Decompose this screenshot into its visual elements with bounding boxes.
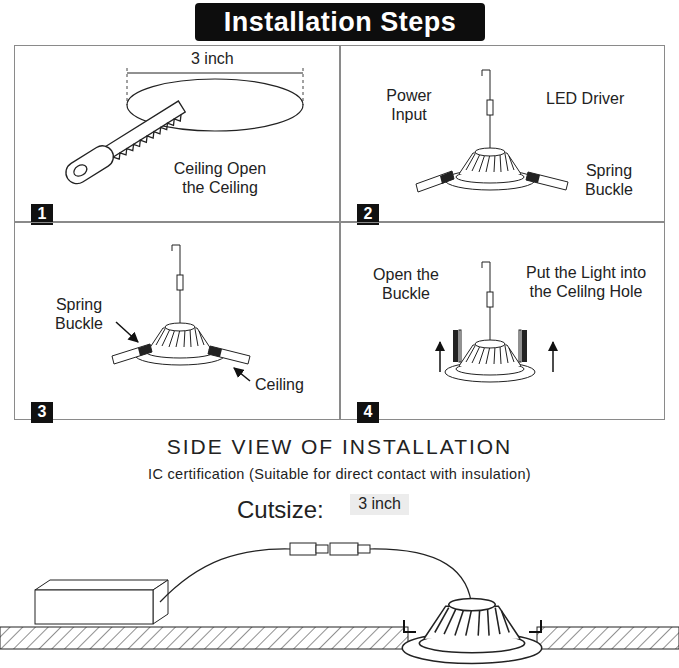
step-caption: Spring Buckle <box>41 295 117 333</box>
cutsize-label: Cutsize: <box>237 495 324 524</box>
step-caption: Ceiling <box>255 375 304 394</box>
step-number-box: 4 <box>357 402 379 423</box>
section-heading: SIDE VIEW OF INSTALLATION <box>0 434 679 459</box>
step-number: 2 <box>357 204 379 223</box>
side-view-figure <box>0 543 679 664</box>
downlight-figure <box>416 70 568 192</box>
dimension-value: 3 inch <box>350 494 409 513</box>
step-number-box: 3 <box>31 402 53 423</box>
step-panel: Spring BuckleCeiling 3 <box>14 222 340 420</box>
title-banner: Installation Steps <box>195 3 485 41</box>
step-caption: LED Driver <box>546 89 624 108</box>
step-number: 1 <box>31 204 53 223</box>
cutsize-highlight: 3 inch <box>350 494 409 515</box>
step-caption: Power Input <box>377 86 441 124</box>
step-panel: 3 inchCeiling Open the Ceiling 1 <box>14 45 340 222</box>
downlight-figure <box>112 245 250 381</box>
step-number: 3 <box>31 402 53 421</box>
step-panel: Open the Buckle Put the Light into the Ce… <box>340 222 665 420</box>
title: Installation Steps <box>195 3 485 41</box>
step-caption: Spring Buckle <box>571 161 647 199</box>
step-caption: 3 inch <box>191 49 234 68</box>
step-caption: Open the Buckle <box>361 265 451 303</box>
step-number: 4 <box>357 402 379 421</box>
step-caption: Put the Light into the Celilng Hole <box>521 263 651 301</box>
step-panel: Power Input LED DriverSpring Buckle 2 <box>340 45 665 222</box>
certification-note: IC certification (Suitable for direct co… <box>0 466 679 483</box>
step-caption: Ceiling Open the Ceiling <box>161 159 279 197</box>
